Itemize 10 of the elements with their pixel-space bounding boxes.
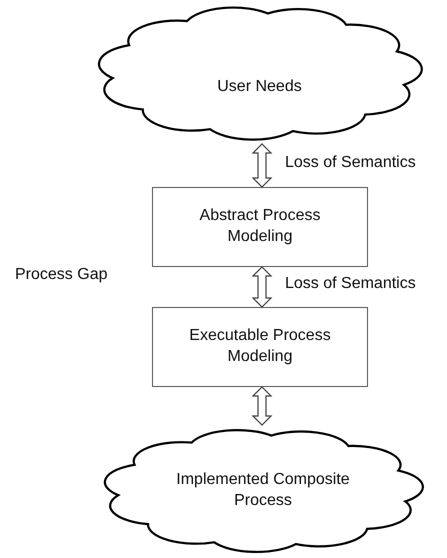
double-arrow xyxy=(252,143,272,188)
node-text: Executable Process Modeling xyxy=(188,326,332,367)
node-text: User Needs xyxy=(217,76,302,97)
side-label: Process Gap xyxy=(15,266,108,284)
double-arrow xyxy=(252,266,272,308)
process-box xyxy=(152,187,368,267)
node-text: Implemented Composite Process xyxy=(175,470,351,510)
double-arrow xyxy=(252,386,272,426)
node-text: Abstract Process Modeling xyxy=(198,206,322,247)
process-box xyxy=(152,307,368,387)
